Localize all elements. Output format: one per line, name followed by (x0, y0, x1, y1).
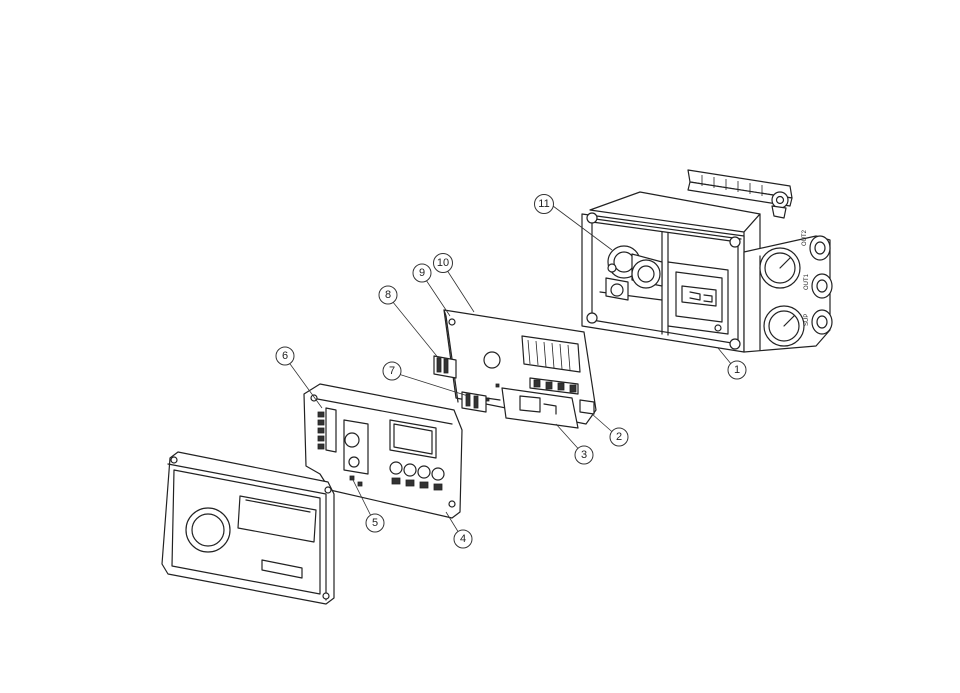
front-cover (161, 451, 335, 605)
display-pcb (303, 383, 463, 519)
callout-11: 11 (534, 194, 554, 214)
svg-text:8: 8 (385, 289, 391, 301)
main-housing: OUT2 OUT1 SUP (581, 169, 833, 353)
callout-2: 2 (609, 427, 629, 447)
callout-10: 10 (433, 253, 453, 273)
svg-text:7: 7 (389, 365, 395, 377)
callout-9: 9 (412, 263, 432, 283)
pilot-valve (675, 271, 723, 332)
callout-6: 6 (275, 346, 295, 366)
gauge-manifold: OUT2 OUT1 SUP (743, 229, 833, 353)
svg-text:1: 1 (734, 364, 740, 376)
svg-text:6: 6 (282, 350, 288, 362)
callout-1: 1 (727, 360, 747, 380)
svg-text:10: 10 (437, 257, 449, 269)
svg-text:4: 4 (460, 533, 466, 545)
callout-4: 4 (453, 529, 473, 549)
port-label-sup: SUP (804, 314, 810, 326)
port-label-out2: OUT2 (802, 229, 808, 246)
terminal-strip (317, 407, 337, 453)
keypad-buttons (389, 461, 445, 491)
callout-3: 3 (574, 445, 594, 465)
gear-assembly (605, 245, 663, 301)
svg-text:5: 5 (372, 517, 378, 529)
connector-7 (461, 391, 501, 413)
callouts: 1 2 3 4 5 6 (275, 194, 747, 549)
svg-text:2: 2 (616, 431, 622, 443)
port-label-out1: OUT1 (804, 273, 810, 290)
connector-8 (433, 355, 457, 379)
sub-board (501, 387, 595, 429)
svg-text:9: 9 (419, 267, 425, 279)
svg-text:11: 11 (538, 198, 549, 210)
callout-8: 8 (378, 285, 398, 305)
callout-7: 7 (382, 361, 402, 381)
callout-5: 5 (365, 513, 385, 533)
svg-text:3: 3 (581, 449, 587, 461)
feedback-lever (687, 169, 793, 219)
